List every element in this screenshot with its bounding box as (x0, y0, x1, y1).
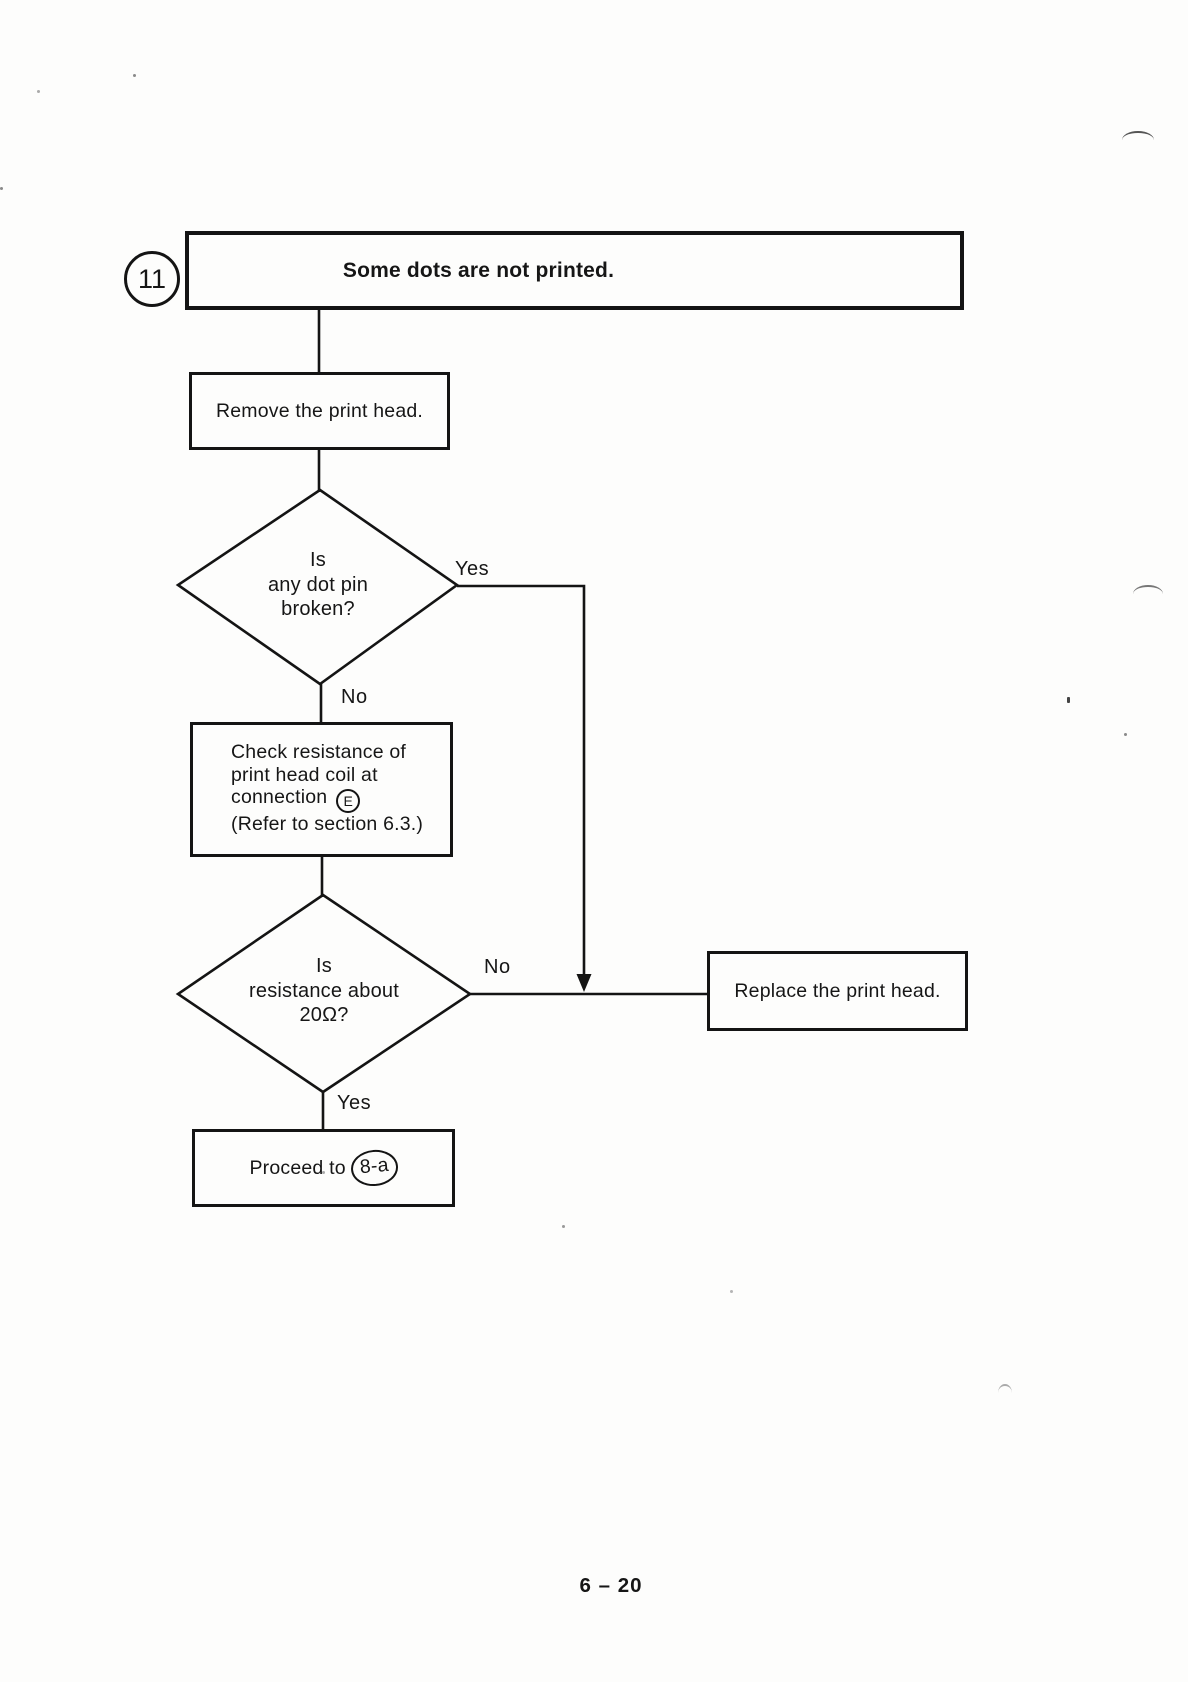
flow-step-number: 11 (137, 263, 167, 294)
check-resistance-line2: print head coil at (231, 763, 378, 786)
arrowhead-down-icon (576, 974, 592, 992)
decision2-line1: Is (316, 955, 332, 977)
circled-connector-letter: E (336, 789, 361, 813)
check-resistance-line1: Check resistance of (231, 741, 407, 763)
process-remove-head-text: Remove the print head. (215, 399, 424, 422)
connector-yes-branch (457, 584, 586, 976)
label-no-decision1: No (341, 686, 368, 708)
process-remove-head-box: Remove the print head. (189, 372, 450, 450)
label-yes-decision2: Yes (337, 1092, 372, 1114)
check-resistance-text: Check resistance of print head coil at c… (231, 741, 423, 836)
decision2-line3: 20Ω? (299, 1004, 349, 1026)
scan-speck (1067, 697, 1070, 703)
process-replace-head-text: Replace the print head. (734, 979, 941, 1002)
check-resistance-line3-text: connection (231, 786, 328, 808)
decision1-line3: broken? (281, 598, 355, 620)
scan-speck (322, 1171, 325, 1174)
problem-title-text: Some dots are not printed. (342, 258, 615, 282)
decision2-line2: resistance about (249, 979, 399, 1002)
scan-speck (1124, 733, 1127, 736)
scan-artifact-arc (1122, 131, 1154, 140)
check-resistance-line4: (Refer to section 6.3.) (231, 813, 424, 835)
process-replace-head-box: Replace the print head. (707, 951, 968, 1031)
scan-speck (0, 187, 3, 190)
decision1-line2: any dot pin (267, 573, 369, 596)
label-no-decision2: No (484, 956, 511, 978)
scan-artifact-arc (998, 1384, 1012, 1393)
scan-speck (37, 90, 40, 93)
scan-speck (562, 1225, 565, 1228)
scan-artifact-arc (1133, 585, 1163, 594)
process-check-resistance-box: Check resistance of print head coil at c… (190, 722, 453, 857)
check-resistance-line3: connection E (231, 786, 423, 813)
problem-title-box: Some dots are not printed. (185, 231, 964, 310)
scan-speck (730, 1290, 733, 1293)
page-number: 6 – 20 (579, 1574, 643, 1597)
decision2-text: Is resistance about 20Ω? (204, 954, 444, 1028)
decision1-text: Is any dot pin broken? (198, 548, 438, 622)
scan-speck (133, 74, 136, 77)
flow-step-number-badge: 11 (124, 251, 180, 307)
circled-reference: 8-a (349, 1148, 400, 1188)
decision1-line1: Is (310, 549, 326, 571)
label-yes-decision1: Yes (455, 558, 490, 580)
process-proceed-box: Proceed to 8-a (192, 1129, 455, 1207)
proceed-text: Proceed to (249, 1156, 346, 1179)
